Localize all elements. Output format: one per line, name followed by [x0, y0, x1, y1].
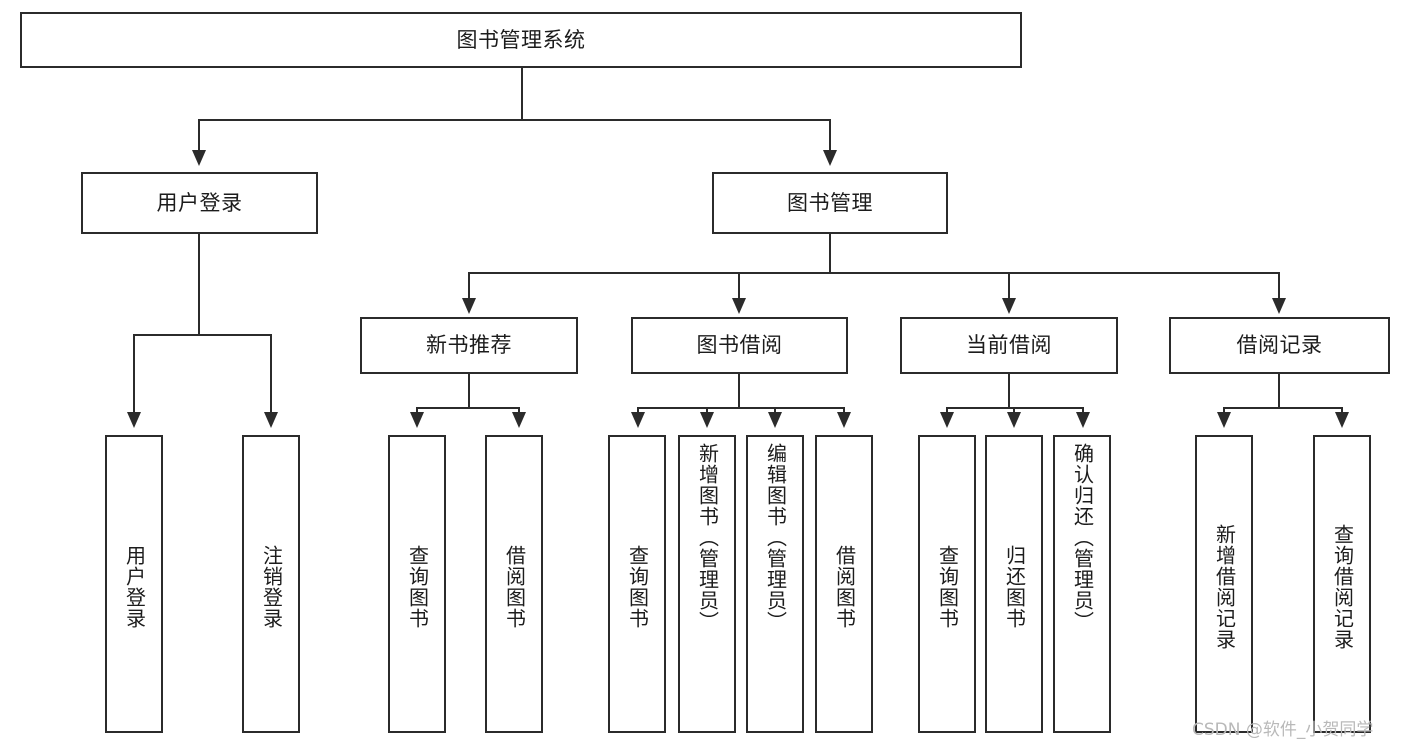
arrowhead-leaf-add-book [700, 412, 714, 428]
node-label: 归还图书 [1002, 545, 1027, 629]
connector-root-to-userlogin [198, 119, 200, 152]
arrowhead-to-userlogin [192, 150, 206, 166]
node-user-login[interactable]: 用户登录 [81, 172, 318, 234]
connector-newbook-bar [416, 407, 520, 409]
node-leaf-user-login[interactable]: 用户登录 [105, 435, 163, 733]
node-label: 查询借阅记录 [1330, 524, 1355, 650]
arrowhead-leaf-edit-book [768, 412, 782, 428]
node-label: 新增借阅记录 [1212, 524, 1237, 650]
connector-userlogin-stem [198, 234, 200, 335]
node-borrow-record[interactable]: 借阅记录 [1169, 317, 1390, 374]
node-label: 借阅记录 [1236, 333, 1323, 358]
node-label: 查询图书 [405, 545, 430, 629]
connector-bookmanage-drop-3 [1008, 272, 1010, 300]
node-label: 图书借阅 [696, 333, 783, 358]
arrowhead-leaf-query-record [1335, 412, 1349, 428]
connector-userlogin-drop-1 [133, 334, 135, 414]
node-leaf-return-book[interactable]: 归还图书 [985, 435, 1043, 733]
node-label: 图书管理系统 [456, 27, 586, 52]
arrowhead-leaf-confirm-return [1076, 412, 1090, 428]
node-leaf-confirm-return[interactable]: 确认归还（管理员） [1053, 435, 1111, 733]
arrowhead-leaf-add-record [1217, 412, 1231, 428]
node-label: 查询图书 [625, 545, 650, 629]
node-label: 新书推荐 [426, 333, 512, 358]
node-label: 查询图书 [935, 545, 960, 629]
node-label: 用户登录 [156, 190, 243, 215]
arrowhead-leaf-user-logout [264, 412, 278, 428]
node-leaf-borrow-book-2[interactable]: 借阅图书 [815, 435, 873, 733]
node-leaf-add-record[interactable]: 新增借阅记录 [1195, 435, 1253, 733]
node-leaf-query-record[interactable]: 查询借阅记录 [1313, 435, 1371, 733]
node-leaf-add-book[interactable]: 新增图书（管理员） [678, 435, 736, 733]
connector-currentborrow-stem [1008, 374, 1010, 408]
arrowhead-borrow-record [1272, 298, 1286, 314]
node-label: 确认归还（管理员） [1070, 443, 1095, 632]
arrowhead-book-borrow [732, 298, 746, 314]
node-label: 借阅图书 [502, 545, 527, 629]
arrowhead-leaf-query-book-2 [631, 412, 645, 428]
arrowhead-leaf-return-book [1007, 412, 1021, 428]
connector-root-bar [198, 119, 831, 121]
connector-bookborrow-bar [637, 407, 845, 409]
node-label: 新增图书（管理员） [695, 443, 720, 632]
connector-bookmanage-bar [468, 272, 1280, 274]
connector-root-stem [521, 68, 523, 120]
connector-bookmanage-stem [829, 234, 831, 273]
node-book-manage[interactable]: 图书管理 [712, 172, 948, 234]
node-leaf-user-logout[interactable]: 注销登录 [242, 435, 300, 733]
node-label: 当前借阅 [966, 333, 1052, 358]
node-label: 用户登录 [122, 545, 147, 629]
connector-borrowrecord-bar [1223, 407, 1343, 409]
connector-root-to-bookmanage [829, 119, 831, 152]
connector-bookmanage-drop-4 [1278, 272, 1280, 300]
connector-bookmanage-drop-1 [468, 272, 470, 300]
node-leaf-edit-book[interactable]: 编辑图书（管理员） [746, 435, 804, 733]
node-root-system[interactable]: 图书管理系统 [20, 12, 1022, 68]
node-label: 编辑图书（管理员） [763, 443, 788, 632]
node-leaf-query-book-3[interactable]: 查询图书 [918, 435, 976, 733]
node-leaf-borrow-book-1[interactable]: 借阅图书 [485, 435, 543, 733]
node-new-book-recommend[interactable]: 新书推荐 [360, 317, 578, 374]
arrowhead-new-book-recommend [462, 298, 476, 314]
connector-newbook-stem [468, 374, 470, 408]
node-leaf-query-book-1[interactable]: 查询图书 [388, 435, 446, 733]
node-book-borrow[interactable]: 图书借阅 [631, 317, 848, 374]
node-label: 图书管理 [787, 190, 873, 215]
arrowhead-leaf-query-book-3 [940, 412, 954, 428]
connector-bookborrow-stem [738, 374, 740, 408]
connector-userlogin-bar [133, 334, 271, 336]
connector-borrowrecord-stem [1278, 374, 1280, 408]
connector-userlogin-drop-2 [270, 334, 272, 414]
connector-bookmanage-drop-2 [738, 272, 740, 300]
arrowhead-leaf-user-login [127, 412, 141, 428]
node-leaf-query-book-2[interactable]: 查询图书 [608, 435, 666, 733]
arrowhead-current-borrow [1002, 298, 1016, 314]
node-current-borrow[interactable]: 当前借阅 [900, 317, 1118, 374]
arrowhead-leaf-borrow-book-2 [837, 412, 851, 428]
arrowhead-leaf-borrow-book-1 [512, 412, 526, 428]
arrowhead-leaf-query-book-1 [410, 412, 424, 428]
node-label: 注销登录 [259, 545, 284, 629]
connector-currentborrow-bar [946, 407, 1084, 409]
node-label: 借阅图书 [832, 545, 857, 629]
arrowhead-to-bookmanage [823, 150, 837, 166]
